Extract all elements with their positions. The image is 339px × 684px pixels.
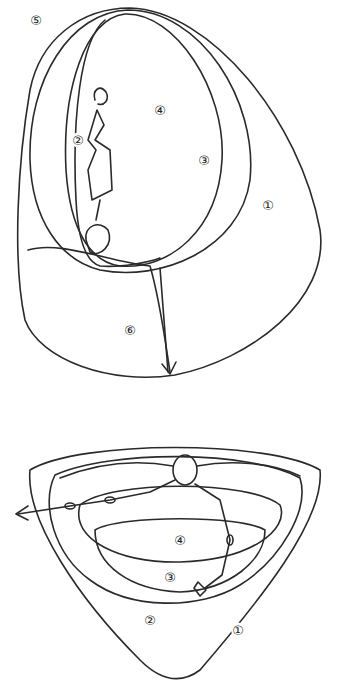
callout-number: ①	[231, 623, 245, 638]
callout-number: ②	[143, 613, 157, 628]
callout-number: ③	[163, 570, 177, 585]
callout-number: ①	[261, 198, 275, 213]
callout-number: ⑤	[29, 13, 43, 28]
callout-number: ④	[153, 103, 167, 118]
callout-number: ⑥	[123, 323, 137, 338]
callout-number: ④	[173, 533, 187, 548]
callout-number: ③	[197, 153, 211, 168]
callout-number: ②	[71, 133, 85, 148]
